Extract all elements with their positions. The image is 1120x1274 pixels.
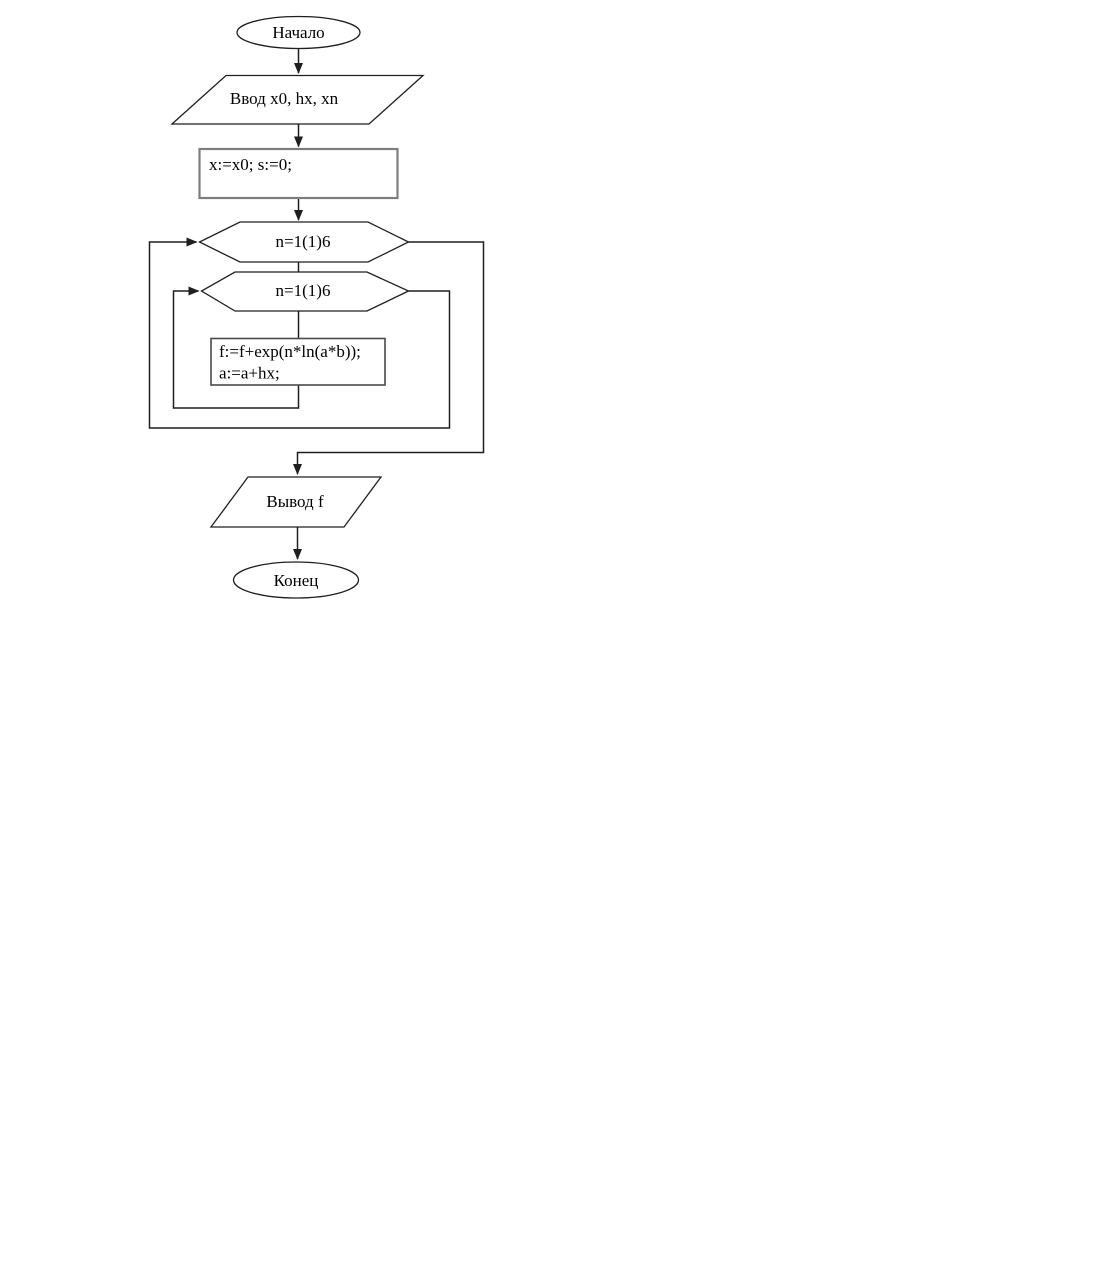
body-process-shape	[210, 337, 386, 386]
outer-loop-hexagon-shape	[198, 221, 410, 263]
outer-loop-hexagon-label: n=1(1)6	[276, 232, 331, 251]
body-process-label-line2: a:=a+hx;	[219, 364, 280, 383]
end-terminator-label: Конец	[274, 571, 319, 590]
start-terminator-shape	[236, 15, 361, 50]
output-parallelogram-shape	[209, 476, 383, 528]
inner-loop-hexagon-shape	[200, 271, 411, 312]
edge-body-loopback-to-inner-loop	[172, 286, 300, 409]
input-parallelogram-shape	[170, 74, 425, 125]
edge-inner-loop-loopback-to-outer-loop	[148, 237, 451, 429]
start-terminator-label: Начало	[272, 23, 324, 42]
init-process-shape	[198, 147, 399, 200]
input-parallelogram-label: Ввод x0, hx, xn	[230, 89, 339, 108]
output-parallelogram-label: Вывод f	[266, 492, 324, 511]
body-process-label-line1: f:=f+exp(n*ln(a*b));	[219, 342, 361, 361]
end-terminator-shape	[232, 561, 360, 599]
inner-loop-hexagon-label: n=1(1)6	[276, 281, 331, 300]
edge-outer-loop-exit-to-output	[293, 241, 485, 475]
init-process-label: x:=x0; s:=0;	[209, 155, 292, 174]
